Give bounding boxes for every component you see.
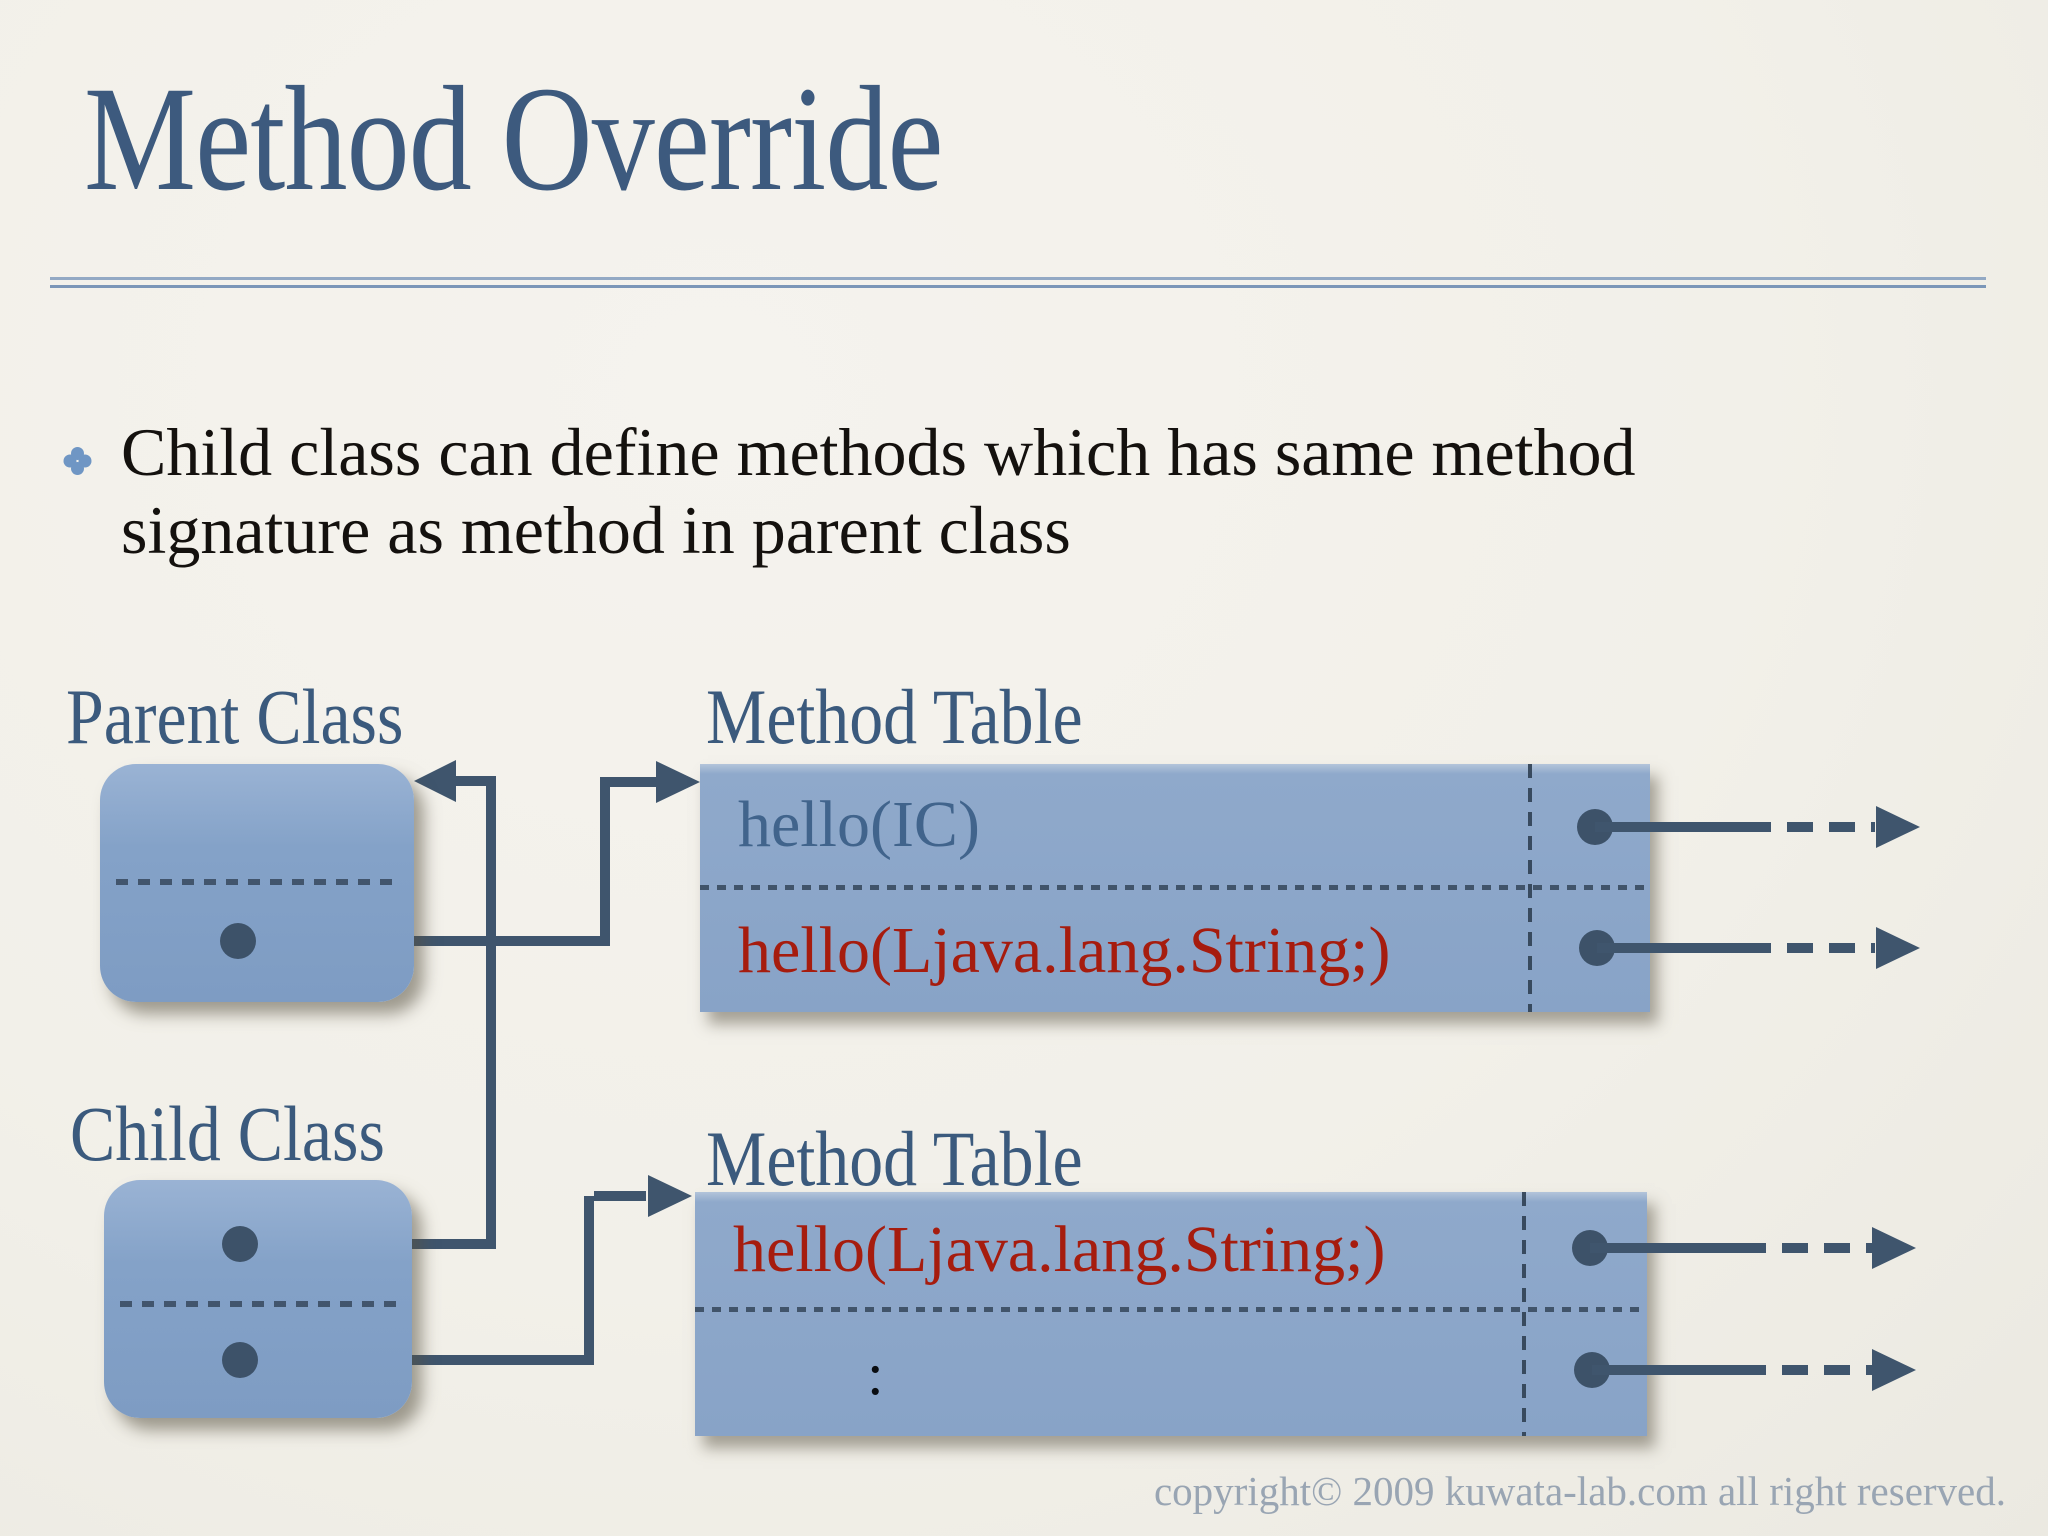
row-divider [700,885,1650,890]
copyright-text: copyright© 2009 kuwata-lab.com all right… [1153,1468,2006,1514]
child-to-table-pointer-line [594,1191,646,1201]
parent-class-box [100,764,414,1002]
parent-method-table-label: Method Table [706,673,1083,760]
method-pointer-dashed-line [1745,943,1875,953]
child-method-table-label: Method Table [706,1115,1083,1202]
method-pointer-dashed-line [1740,1365,1872,1375]
arrow-right-icon [1876,927,1920,969]
parent-vtable-pointer-dot [220,923,256,959]
method-pointer-line [1590,1243,1740,1253]
class-box-divider [116,879,398,885]
child-class-label: Child Class [70,1090,385,1177]
method-pointer-line [1595,822,1745,832]
pointer-column-divider [1522,1192,1526,1436]
parent-class-label: Parent Class [66,673,404,760]
slide-title: Method Override [84,56,943,222]
method-signature: hello(Ljava.lang.String;) [733,1212,1386,1286]
arrow-right-icon [648,1175,692,1217]
child-vtable-pointer-dot [222,1342,258,1378]
child-class-box [104,1180,412,1418]
parent-to-table-pointer-line [600,777,610,946]
method-signature: hello(Ljava.lang.String;) [738,914,1391,987]
parent-to-table-pointer-line [610,777,658,787]
method-pointer-line [1597,943,1745,953]
method-signature: hello(IC) [738,787,980,861]
method-row: hello(Ljava.lang.String;) [695,1192,1647,1307]
parent-to-table-pointer-line [238,936,610,946]
method-pointer-dashed-line [1740,1243,1872,1253]
row-divider [695,1307,1647,1312]
arrow-right-icon [656,761,700,803]
method-pointer-dashed-line [1745,822,1875,832]
class-box-divider [120,1301,396,1307]
arrow-left-icon [414,760,456,802]
child-to-parent-pointer-line [452,776,496,786]
pointer-column-divider [1528,764,1532,1012]
ellipsis-rows: : [867,1341,884,1407]
title-underline [50,277,1986,288]
child-to-table-pointer-line [240,1355,594,1365]
child-method-table: hello(Ljava.lang.String;) : [695,1192,1647,1436]
child-superclass-pointer-dot [222,1226,258,1262]
flower-petals [70,447,84,460]
arrow-right-icon [1872,1349,1916,1391]
parent-method-table: hello(IC) hello(Ljava.lang.String;) [700,764,1650,1012]
bullet-text: Child class can define methods which has… [121,414,1636,568]
method-row: : [695,1312,1647,1436]
arrow-right-icon [1876,806,1920,848]
child-to-table-pointer-line [584,1196,594,1365]
child-to-parent-pointer-line [486,777,496,1249]
bullet-flower-icon [63,447,91,475]
method-row: hello(Ljava.lang.String;) [700,890,1650,1012]
method-row: hello(IC) [700,764,1650,885]
arrow-right-icon [1872,1227,1916,1269]
method-pointer-line [1592,1365,1740,1375]
